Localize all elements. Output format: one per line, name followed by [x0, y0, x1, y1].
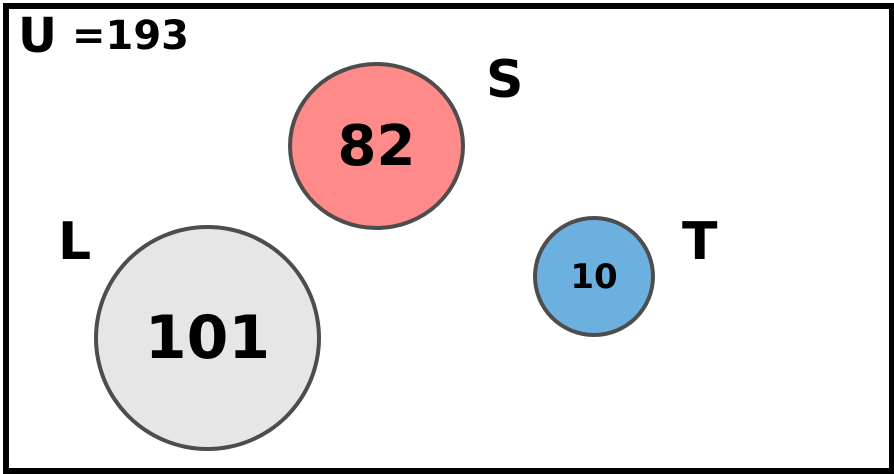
universe-symbol: U [18, 8, 57, 64]
set-circle-s: 82 [288, 62, 465, 230]
set-count-t: 10 [570, 256, 618, 297]
set-count-l: 101 [144, 303, 271, 373]
set-circle-l: 101 [94, 225, 321, 451]
set-label-l: L [58, 212, 92, 272]
set-circle-t: 10 [533, 216, 655, 337]
universe-label: U =193 [18, 12, 189, 60]
set-count-s: 82 [337, 113, 416, 179]
set-label-s: S [486, 50, 524, 110]
set-label-t: T [682, 212, 718, 272]
universe-count: =193 [71, 13, 189, 59]
